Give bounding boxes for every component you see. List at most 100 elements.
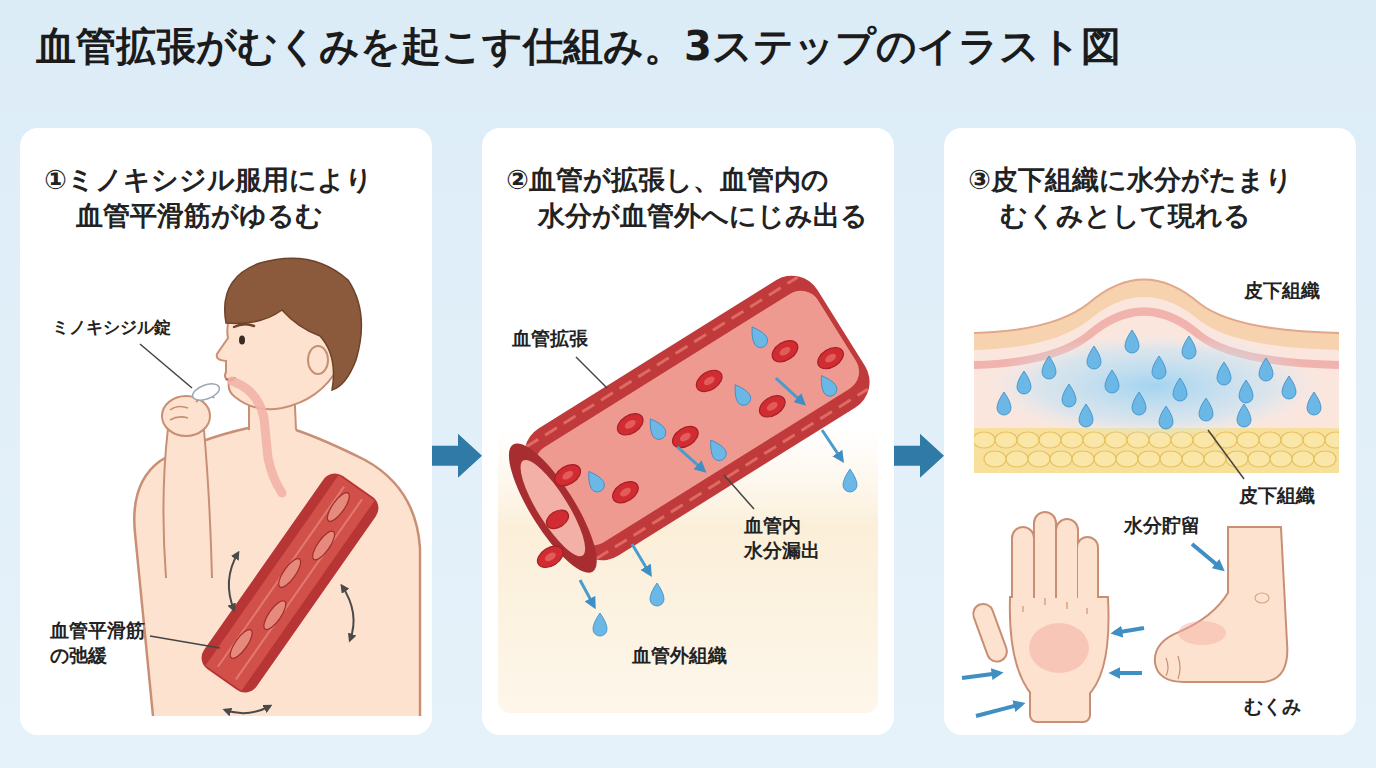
illustration-part (494, 433, 611, 584)
illustration-part (995, 432, 1017, 448)
illustration-part (1061, 432, 1083, 448)
illustration-part (543, 551, 557, 563)
illustration-part (593, 613, 607, 636)
illustration-part (163, 428, 212, 578)
part-label: 血管平滑筋 の弛緩 (50, 618, 156, 667)
flow-arrow (894, 434, 944, 478)
illustration-part (170, 406, 188, 420)
illustration-part (1112, 671, 1142, 675)
illustration-part (1087, 346, 1101, 369)
illustration-part (1303, 432, 1325, 448)
illustration-part (140, 344, 192, 388)
illustration-part (1132, 392, 1146, 415)
illustration-part (162, 396, 210, 436)
part-label: 血管内 水分漏出 (744, 513, 830, 562)
illustration-part (1028, 451, 1050, 467)
illustration-part (1094, 451, 1116, 467)
illustration-part (1160, 451, 1182, 467)
illustration-part (1156, 528, 1286, 681)
illustration-part (1237, 432, 1259, 448)
illustration-part (506, 310, 848, 563)
illustration-part (724, 475, 754, 509)
illustration-part (972, 513, 1108, 721)
illustration-part (1217, 362, 1231, 385)
illustration-part (1248, 451, 1270, 467)
illustration-part (972, 513, 1108, 721)
step2-illustration (477, 128, 894, 735)
illustration-part (260, 598, 289, 633)
illustration-part (1182, 451, 1204, 467)
illustration-part (973, 432, 995, 448)
illustration-part (1114, 628, 1144, 633)
part-label: むくみ (1244, 694, 1301, 719)
illustration-part (134, 428, 420, 716)
illustration-part (163, 428, 212, 578)
illustration-part (1282, 376, 1296, 399)
illustration-part (232, 381, 282, 493)
illustration-part (477, 264, 880, 594)
illustration-part (1239, 380, 1253, 403)
illustration-part (1105, 370, 1119, 393)
illustration-part (551, 460, 584, 490)
illustration-part (989, 334, 1319, 438)
illustration-part (482, 128, 894, 735)
illustration-part (650, 583, 664, 606)
step-heading: ②血管が拡張し、血管内の 水分が血管外へにじみ出る (506, 162, 880, 234)
illustration-part (677, 442, 703, 476)
flow-arrow (432, 434, 482, 478)
illustration-part (226, 627, 255, 662)
illustration-part (1125, 330, 1139, 353)
illustration-part (342, 586, 354, 640)
illustration-part (205, 475, 374, 690)
illustration-part (225, 706, 270, 713)
illustration-part (196, 468, 384, 698)
illustration-part (962, 673, 1000, 678)
illustration-part (324, 490, 353, 525)
illustration-part (234, 324, 254, 327)
illustration-part (632, 544, 650, 574)
illustration-part (1116, 451, 1138, 467)
step-panel: ①ミノキシジル服用により 血管平滑筋がゆるむミノキシジル錠血管平滑筋 の弛緩 (20, 128, 432, 735)
illustration-part (1042, 356, 1056, 379)
illustration-part (814, 343, 847, 373)
illustration-part (972, 513, 1108, 721)
illustration-part (746, 323, 770, 350)
step-panel: ③皮下組織に水分がたまり むくみとして現れる皮下組織皮下組織水分貯留むくみ (944, 128, 1356, 735)
illustration-part (776, 373, 804, 409)
illustration-part (229, 553, 238, 610)
part-label: 血管外組織 (632, 643, 727, 668)
illustration-part (225, 258, 362, 390)
illustration-part (973, 248, 1347, 478)
illustration-part (1050, 451, 1072, 467)
illustration-part (1166, 656, 1180, 679)
illustration-part (218, 487, 362, 680)
illustration-part (1259, 432, 1281, 448)
illustration-part (705, 436, 729, 463)
illustration-part (1199, 398, 1213, 421)
illustration-part (1017, 432, 1039, 448)
illustration-part (1237, 404, 1251, 427)
illustration-part (944, 128, 1356, 735)
illustration-part (497, 301, 858, 572)
illustration-part (190, 381, 221, 404)
step3-illustration (944, 128, 1356, 735)
illustration-part (778, 345, 792, 357)
part-label: 血管拡張 (512, 326, 588, 351)
illustration-part (275, 556, 304, 591)
illustration-part (1029, 623, 1089, 673)
illustration-part (644, 415, 668, 442)
illustration-part (576, 357, 607, 388)
illustration-part (765, 400, 779, 412)
illustration-part (239, 336, 245, 345)
illustration-part (1023, 598, 1087, 614)
step-panel: ②血管が拡張し、血管内の 水分が血管外へにじみ出る血管拡張血管内 水分漏出血管外… (482, 128, 894, 735)
illustration-part (196, 468, 384, 698)
illustration-part (1039, 432, 1061, 448)
illustration-part (1156, 528, 1286, 681)
illustration-part (1292, 451, 1314, 467)
part-label: 水分貯留 (1124, 513, 1200, 538)
illustration-part (729, 381, 753, 408)
illustration-part (1208, 430, 1244, 479)
